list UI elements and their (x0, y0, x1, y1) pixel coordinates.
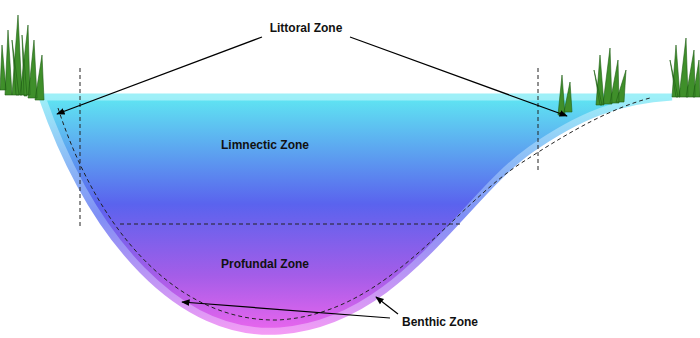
leader-line (182, 302, 390, 318)
zone-label: Limnectic Zone (221, 138, 309, 152)
leader-arrows (57, 37, 567, 318)
zone-label: Profundal Zone (221, 257, 309, 271)
leader-line (376, 297, 398, 314)
leader-line (57, 37, 262, 114)
lake-water (42, 97, 672, 331)
zone-divider (120, 224, 462, 225)
zone-label: Benthic Zone (402, 315, 478, 329)
benthic-boundary (58, 98, 650, 320)
zone-label: Littoral Zone (270, 21, 343, 35)
grass (0, 15, 700, 115)
zone-divider (538, 68, 539, 170)
zone-divider (80, 68, 81, 226)
leader-line (350, 37, 567, 116)
